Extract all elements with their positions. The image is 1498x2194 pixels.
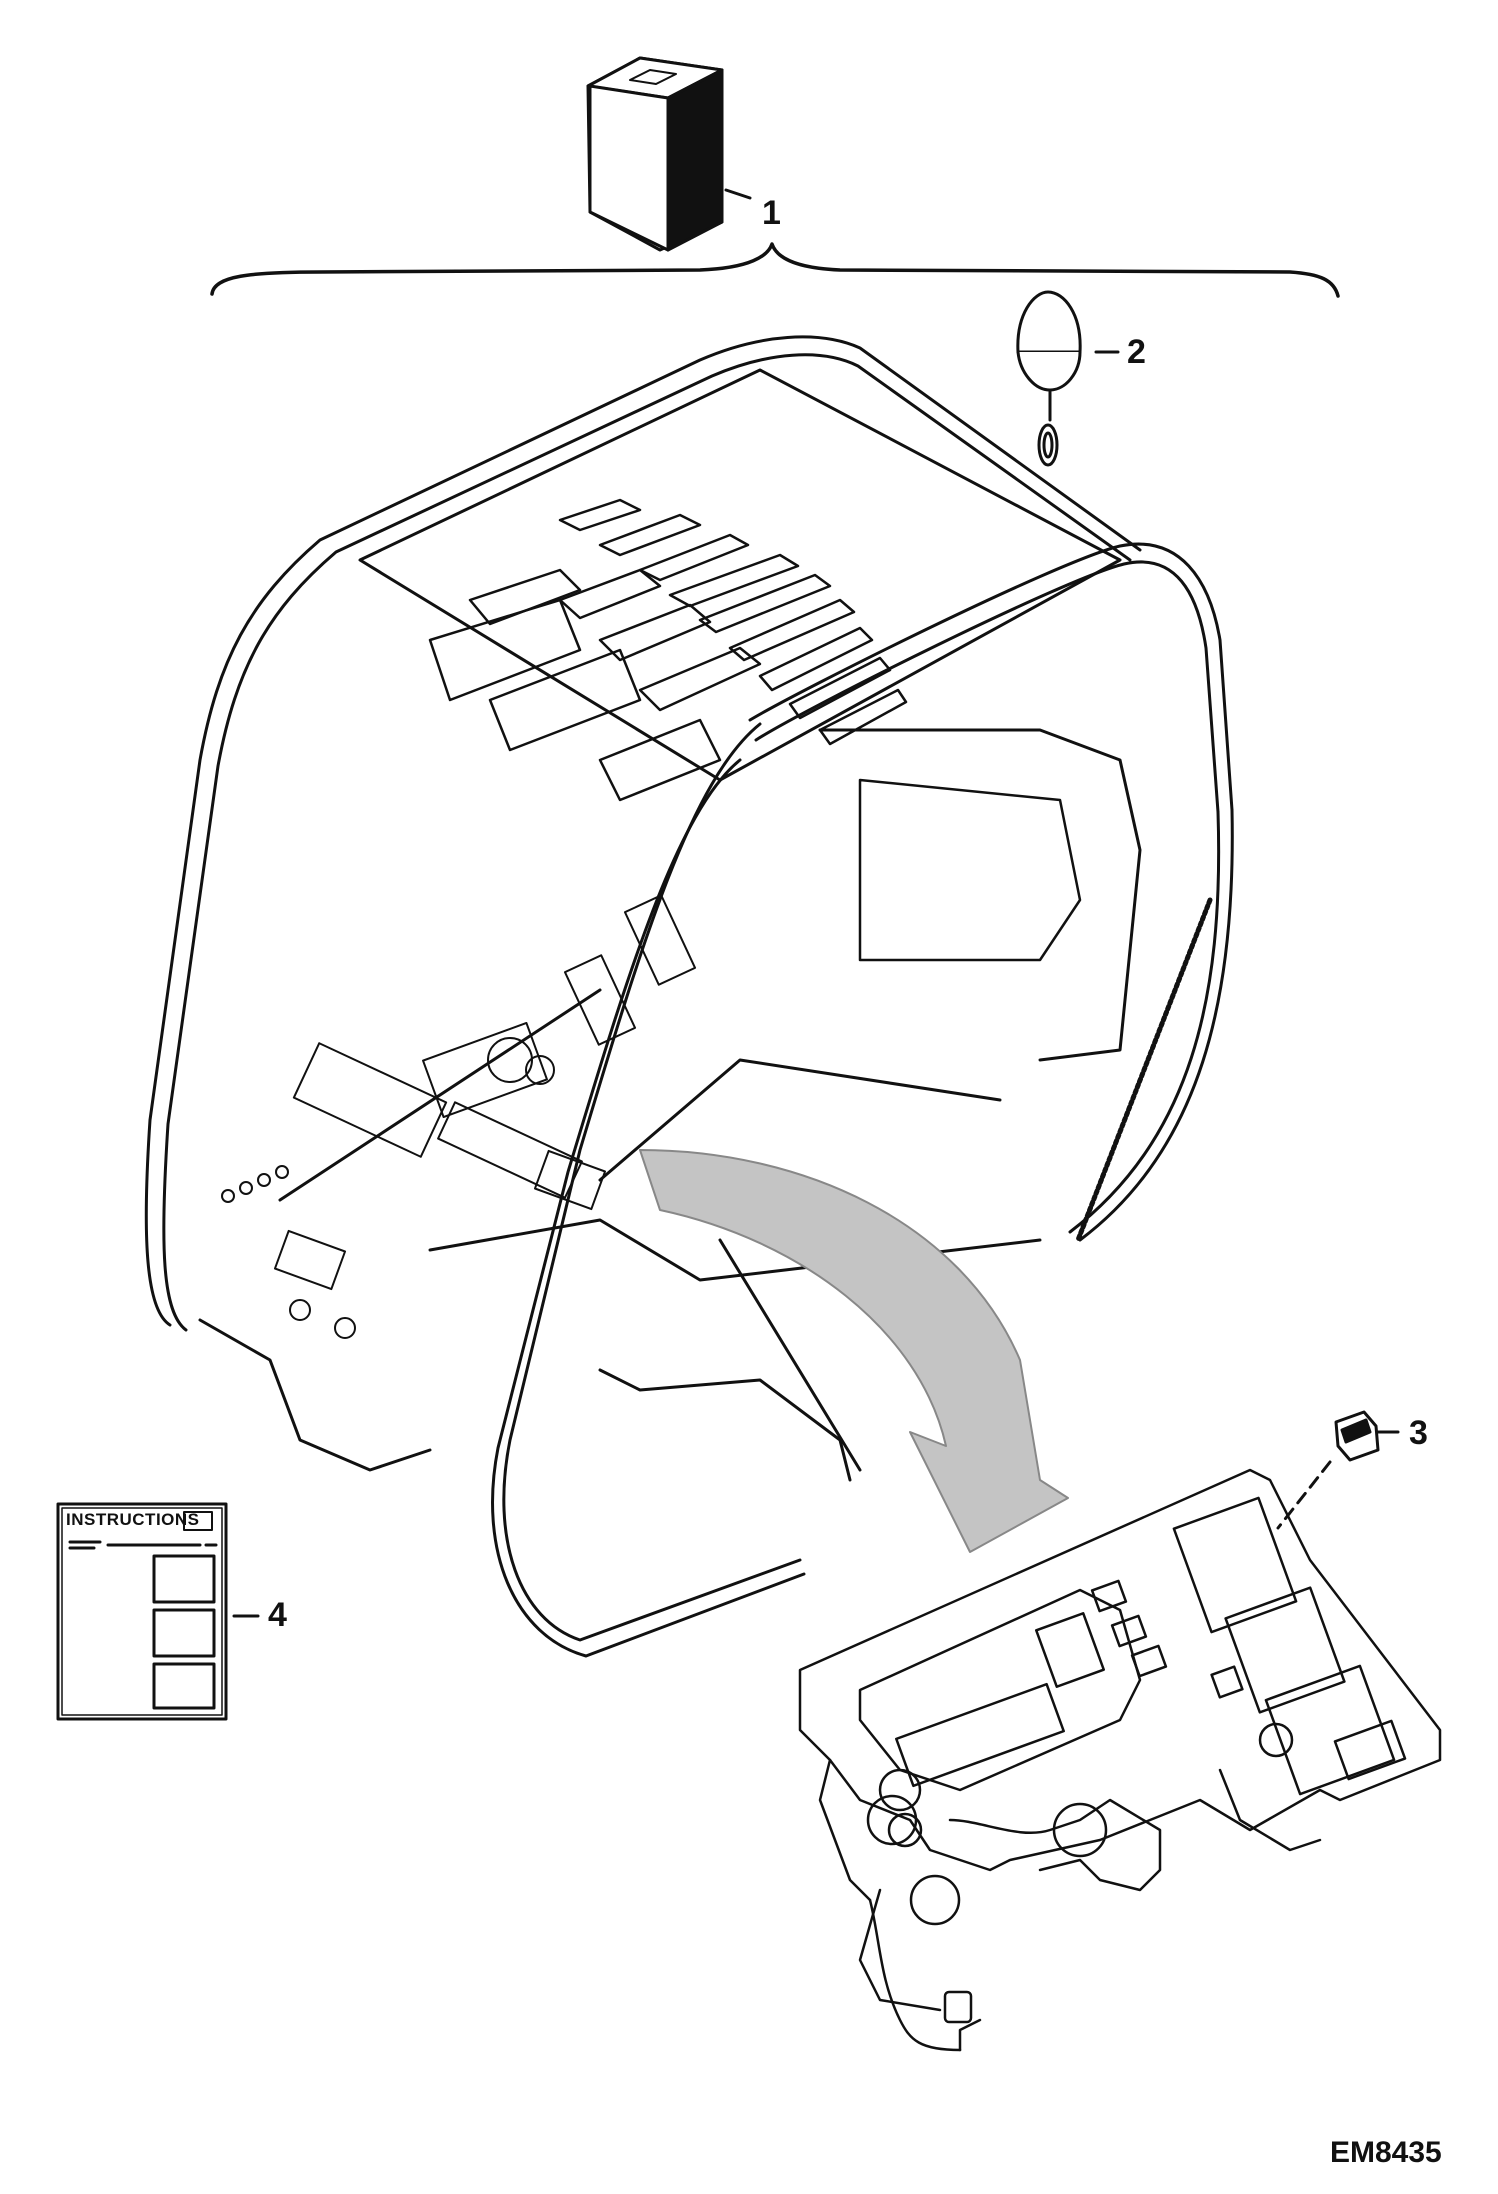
instrument-panel — [798, 1468, 1442, 2052]
rocker-switch-icon — [1276, 1410, 1400, 1530]
kit-box-icon — [586, 56, 752, 252]
callout-1: 1 — [762, 194, 781, 232]
callout-3: 3 — [1409, 1414, 1428, 1452]
instruction-card-icon — [56, 1502, 260, 1721]
beacon-light-icon — [1016, 290, 1120, 467]
kit-brace — [210, 242, 1340, 298]
drawing-id-label: EM8435 — [1330, 2136, 1442, 2169]
callout-4: 4 — [268, 1596, 287, 1634]
assembly-arrow — [639, 1149, 1069, 1553]
callout-2: 2 — [1127, 333, 1146, 371]
instruction-card-heading: INSTRUCTIONS — [66, 1510, 200, 1529]
cab-frame — [144, 335, 1234, 1658]
